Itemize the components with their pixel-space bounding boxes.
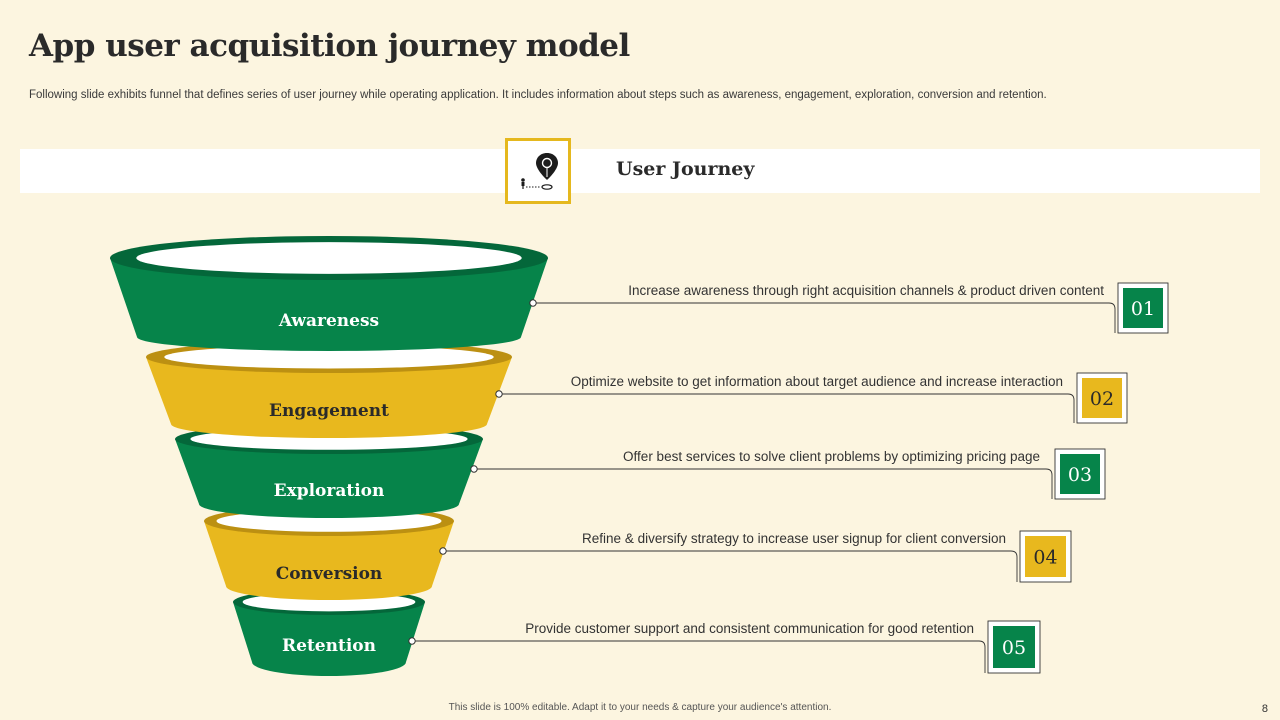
stage-connector-02: 02 bbox=[495, 372, 1128, 424]
stage-connector-04: 04 bbox=[439, 530, 1072, 583]
funnel-stage-retention: Retention bbox=[233, 589, 425, 676]
stage-description-05: Provide customer support and consistent … bbox=[525, 621, 974, 636]
connector-dot bbox=[408, 637, 416, 645]
user-journey-bar bbox=[20, 149, 1260, 193]
funnel-stage-body bbox=[146, 357, 512, 438]
funnel-stage-opening bbox=[136, 242, 522, 274]
connector-line bbox=[533, 302, 1116, 333]
location-pin-icon bbox=[521, 153, 558, 190]
funnel-stage-label: Awareness bbox=[278, 311, 379, 331]
slide-footer: This slide is 100% editable. Adapt it to… bbox=[448, 702, 832, 713]
funnel-stage-label: Exploration bbox=[274, 481, 385, 501]
connector-dot bbox=[529, 299, 537, 307]
stage-number-box bbox=[993, 626, 1035, 668]
funnel-stage-awareness: Awareness bbox=[110, 236, 548, 351]
funnel-stage-opening bbox=[164, 345, 494, 369]
funnel-stage-body bbox=[233, 602, 425, 676]
stage-number-box bbox=[1123, 288, 1163, 328]
stage-description-02: Optimize website to get information abou… bbox=[570, 374, 1063, 389]
stage-connector-03: 03 bbox=[470, 448, 1106, 500]
stage-number: 01 bbox=[1131, 298, 1155, 320]
stage-number: 04 bbox=[1033, 547, 1057, 569]
funnel-stage-body bbox=[110, 258, 548, 351]
stage-number: 02 bbox=[1090, 388, 1114, 410]
stage-connector-01: 01 bbox=[529, 282, 1169, 334]
funnel-stage-exploration: Exploration bbox=[175, 424, 483, 518]
stage-description-04: Refine & diversify strategy to increase … bbox=[582, 531, 1006, 546]
stage-connector-05: 05 bbox=[408, 620, 1041, 674]
connector-line bbox=[412, 640, 986, 673]
connector-line bbox=[474, 468, 1053, 499]
stage-description-03: Offer best services to solve client prob… bbox=[623, 449, 1040, 464]
user-journey-icon-box bbox=[505, 138, 571, 204]
user-journey-label: User Journey bbox=[616, 158, 755, 180]
stage-number: 03 bbox=[1068, 464, 1092, 486]
connector-line bbox=[443, 550, 1018, 582]
slide-title: App user acquisition journey model bbox=[29, 28, 630, 64]
funnel-stage-engagement: Engagement bbox=[146, 341, 512, 438]
funnel-stage-label: Conversion bbox=[276, 564, 383, 584]
slide-subtitle: Following slide exhibits funnel that def… bbox=[29, 89, 1047, 101]
stage-description-01: Increase awareness through right acquisi… bbox=[628, 283, 1104, 298]
connector-line bbox=[499, 393, 1075, 423]
connector-dot bbox=[495, 390, 503, 398]
connector-dot bbox=[439, 547, 447, 555]
stage-number-box bbox=[1025, 536, 1066, 577]
stage-number-box bbox=[1082, 378, 1122, 418]
connector-dot bbox=[470, 465, 478, 473]
funnel-stage-body bbox=[175, 439, 483, 518]
funnel-stage-conversion: Conversion bbox=[204, 506, 454, 600]
funnel-stage-label: Retention bbox=[282, 636, 376, 656]
stage-number: 05 bbox=[1002, 637, 1026, 659]
stage-number-box bbox=[1060, 454, 1100, 494]
funnel-stage-body bbox=[204, 521, 454, 600]
page-number: 8 bbox=[1261, 703, 1268, 715]
funnel-stage-label: Engagement bbox=[269, 401, 389, 421]
